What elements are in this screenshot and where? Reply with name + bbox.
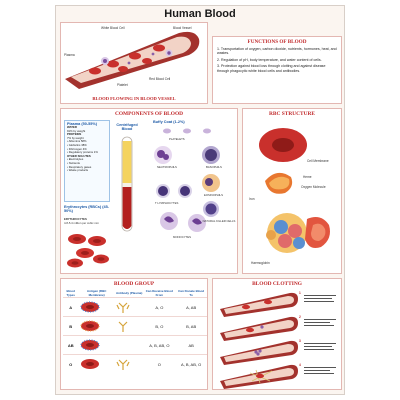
clotting-step-number: 2 <box>299 315 301 319</box>
vessel-label-wbc: White Blood Cell <box>101 26 125 30</box>
vessel-label-plasma: Plasma <box>64 53 75 57</box>
table-row: A A, O A, AB <box>63 297 207 317</box>
antibody-cell <box>114 354 144 373</box>
rbc-structure-panel: RBC STRUCTURE Cell Membrane Heme Oxygen … <box>242 108 342 274</box>
plasma-line: 91% by weight <box>67 128 86 133</box>
plasma-line: • Regulatory proteins 1% <box>67 150 98 155</box>
blood-clotting-heading: BLOOD CLOTTING <box>252 281 302 287</box>
col-header: Antigen (RBC Membrane) <box>86 289 107 297</box>
clotting-step-number: 3 <box>299 339 301 343</box>
vessel-caption: BLOOD FLOWING IN BLOOD VESSEL <box>92 96 176 101</box>
vessel-panel: Plasma White Blood Cell Blood Vessel Pla… <box>60 22 208 104</box>
plasma-line: • Respiratory gases <box>67 164 92 169</box>
plasma-line: WATER <box>67 125 77 129</box>
clotting-steps-illustration <box>220 292 336 389</box>
platelets-label: PLATELETS <box>169 137 185 141</box>
vessel-label-rbc: Red Blood Cell <box>149 77 171 81</box>
antibody-cell <box>114 297 144 317</box>
monocytes-label: MONOCYTES <box>173 235 192 239</box>
function-item: 2. Regulation of pH, body temperature, a… <box>217 57 322 62</box>
rbc-label-heme: Heme <box>303 175 312 179</box>
rbc-heading: Erythrocytes (RBCs) (45-50%) <box>64 205 109 213</box>
col-header: Blood Types <box>66 289 75 297</box>
blood-clotting-panel: BLOOD CLOTTING <box>212 278 342 390</box>
eosinophils-label: EOSINOPHILS <box>204 193 223 197</box>
plasma-line: OTHER SOLUTES <box>67 153 91 158</box>
function-item: 1. Transportation of oxygen, carbon diox… <box>217 47 337 56</box>
buffy-heading: Buffy Coat (1-2%) <box>153 120 185 124</box>
antibody-cell <box>114 316 144 336</box>
components-panel: COMPONENTS OF BLOOD Plasma (50-55%) WATE… <box>60 108 238 274</box>
clotting-step-number: 4 <box>299 363 301 367</box>
nk-cells-label: NATURAL KILLER CELLS <box>202 219 236 223</box>
blood-type: B <box>63 316 79 336</box>
antigen-cell <box>78 354 115 373</box>
functions-heading: FUNCTIONS OF BLOOD <box>247 39 307 45</box>
centrifuged-tube-illustration <box>121 136 133 232</box>
plasma-line: 7% by weight <box>67 135 84 140</box>
plasma-line: • Globulins 38% <box>67 142 87 147</box>
blood-group-panel: BLOOD GROUP Blood Types Antigen (RBC Mem… <box>60 278 208 390</box>
plasma-heading: Plasma (50-55%) <box>67 122 97 126</box>
components-heading: COMPONENTS OF BLOOD <box>114 111 184 117</box>
rbc-label-haemoglobin: Haemoglobin <box>251 261 270 265</box>
rbc-label-membrane: Cell Membrane <box>307 159 329 163</box>
can-receive: A, O <box>143 297 176 317</box>
blood-chart-poster: Human Blood Plasma White Blood Cell Bloo… <box>55 5 345 395</box>
can-receive: A, B, AB, O <box>143 335 176 355</box>
antibody-cell <box>114 335 144 355</box>
table-row: AB A, B, AB, O AB <box>63 335 207 355</box>
can-receive: B, O <box>143 316 176 336</box>
rbc-structure-heading: RBC STRUCTURE <box>269 111 315 117</box>
plasma-line: • Waste products <box>67 168 89 173</box>
antigen-cell <box>78 297 115 317</box>
antigen-cell <box>78 316 115 336</box>
basophils-label: BASOPHILS <box>206 165 222 169</box>
can-receive: O <box>143 354 176 373</box>
col-header: Can Receive Blood From <box>145 289 173 297</box>
clotting-step-number: 1 <box>299 291 301 295</box>
lymphocytes-label: T LYMPHOCYTES <box>155 201 179 205</box>
platelets-illustration <box>163 128 211 134</box>
page-title: Human Blood <box>164 8 236 20</box>
col-header: Can Donate Blood To <box>178 289 205 297</box>
blood-group-table: Blood Types Antigen (RBC Membrane) Antib… <box>63 289 207 373</box>
can-donate: AB <box>175 335 207 355</box>
rbc-line: 4.8-5.4 million per cubic mm <box>64 221 99 225</box>
col-header: Antibody (Plasma) <box>116 291 143 295</box>
rbc-label-iron: Iron <box>249 197 255 201</box>
plasma-box: Plasma (50-55%) WATER 91% by weight PROT… <box>64 120 110 202</box>
vessel-label-platelet: Platelet <box>117 83 128 87</box>
plasma-line: • Fibrinogen 4% <box>67 146 87 151</box>
plasma-line: PROTEINS <box>67 132 82 137</box>
plasma-line: • Nutrients <box>67 160 80 165</box>
can-donate: B, AB <box>175 316 207 336</box>
rbc-label-oxygen: Oxygen Molecule <box>301 185 326 189</box>
plasma-line: • Electrolytes <box>67 157 84 162</box>
blood-group-heading: BLOOD GROUP <box>113 281 155 287</box>
can-donate: A, AB <box>175 297 207 317</box>
blood-vessel-illustration <box>65 31 200 89</box>
plasma-line: • Albumins 58% <box>67 139 87 144</box>
blood-type: A <box>63 297 79 317</box>
blood-type: AB <box>63 335 79 355</box>
rbc-line: ERYTHROCYTES <box>64 217 87 221</box>
rbc-structure-illustration <box>259 128 330 253</box>
blood-type: O <box>63 354 79 373</box>
functions-panel: FUNCTIONS OF BLOOD 1. Transportation of … <box>212 36 342 104</box>
vessel-label-vessel: Blood Vessel <box>173 26 192 30</box>
neutrophils-label: NEUTROPHILS <box>157 165 177 169</box>
function-item: 3. Protection against blood loss through… <box>217 64 326 73</box>
can-donate: A, B, AB, O <box>175 354 207 373</box>
white-blood-cells-illustration <box>154 146 220 232</box>
table-row: O O A, B, AB, O <box>63 354 207 373</box>
red-blood-cells-illustration <box>67 234 109 268</box>
table-row: B B, O B, AB <box>63 316 207 336</box>
antigen-cell <box>78 335 115 355</box>
tube-label: Centrifuged Blood <box>116 123 138 131</box>
